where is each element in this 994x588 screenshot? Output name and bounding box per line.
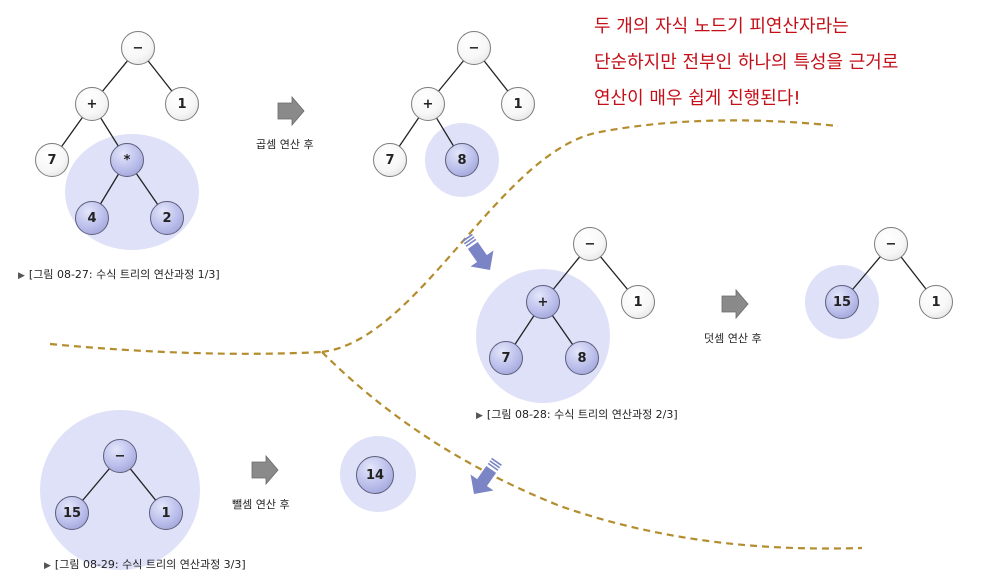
fig1-before-times: * [110, 143, 144, 177]
caption-bullet-icon: ▶ [18, 271, 25, 281]
fig3-before-highlight [40, 410, 200, 570]
fig1-before-four: 4 [75, 201, 109, 235]
fig3-before-one: 1 [149, 496, 183, 530]
separator-upper [321, 119, 839, 354]
flow-arrow-down-right-icon [462, 233, 494, 270]
fig1-after-root-minus: − [457, 31, 491, 65]
fig1-after-one: 1 [501, 87, 535, 121]
transform-arrow-1-icon [277, 95, 305, 127]
fig3-before-fifteen: 15 [55, 496, 89, 530]
fig2-after-root-minus: − [874, 227, 908, 261]
fig3-caption: ▶[그림 08-29: 수식 트리의 연산과정 3/3] [44, 556, 246, 572]
note-line-1: 두 개의 자식 노드기 피연산자라는 [594, 16, 849, 37]
fig1-after-eight: 8 [445, 143, 479, 177]
fig1-after-seven: 7 [373, 143, 407, 177]
fig2-caption: ▶[그림 08-28: 수식 트리의 연산과정 2/3] [476, 406, 678, 422]
fig2-caption-text: [그림 08-28: 수식 트리의 연산과정 2/3] [486, 408, 678, 421]
transform-arrow-3-icon [251, 454, 279, 486]
fig2-after-one: 1 [919, 285, 953, 319]
note-line-3: 연산이 매우 쉽게 진행된다! [594, 88, 801, 109]
note-line-2: 단순하지만 전부인 하나의 특성을 근거로 [594, 52, 899, 73]
caption-bullet-icon: ▶ [476, 411, 483, 421]
fig2-before-root-minus: − [573, 227, 607, 261]
fig1-before-root-minus: − [121, 31, 155, 65]
fig2-before-plus: + [526, 285, 560, 319]
fig1-caption: ▶[그림 08-27: 수식 트리의 연산과정 1/3] [18, 266, 220, 282]
fig2-before-one: 1 [621, 285, 655, 319]
fig1-before-plus: + [75, 87, 109, 121]
fig2-after-fifteen: 15 [825, 285, 859, 319]
fig1-caption-text: [그림 08-27: 수식 트리의 연산과정 1/3] [28, 268, 220, 281]
fig3-caption-text: [그림 08-29: 수식 트리의 연산과정 3/3] [54, 558, 246, 571]
fig1-before-one: 1 [165, 87, 199, 121]
separator-left [49, 342, 323, 355]
fig1-before-two: 2 [150, 201, 184, 235]
fig1-before-seven: 7 [35, 143, 69, 177]
fig3-after-fourteen: 14 [356, 456, 394, 494]
fig3-before-root-minus: − [103, 439, 137, 473]
transform-arrow-2-icon [721, 288, 749, 320]
fig1-op-label: 곱셈 연산 후 [256, 138, 314, 151]
fig2-op-label: 덧셈 연산 후 [704, 332, 762, 345]
caption-bullet-icon: ▶ [44, 561, 51, 571]
fig3-op-label: 뺄셈 연산 후 [232, 498, 290, 511]
flow-arrow-down-left-icon [470, 457, 502, 494]
fig1-after-plus: + [411, 87, 445, 121]
fig2-before-eight: 8 [565, 341, 599, 375]
fig2-before-seven: 7 [489, 341, 523, 375]
